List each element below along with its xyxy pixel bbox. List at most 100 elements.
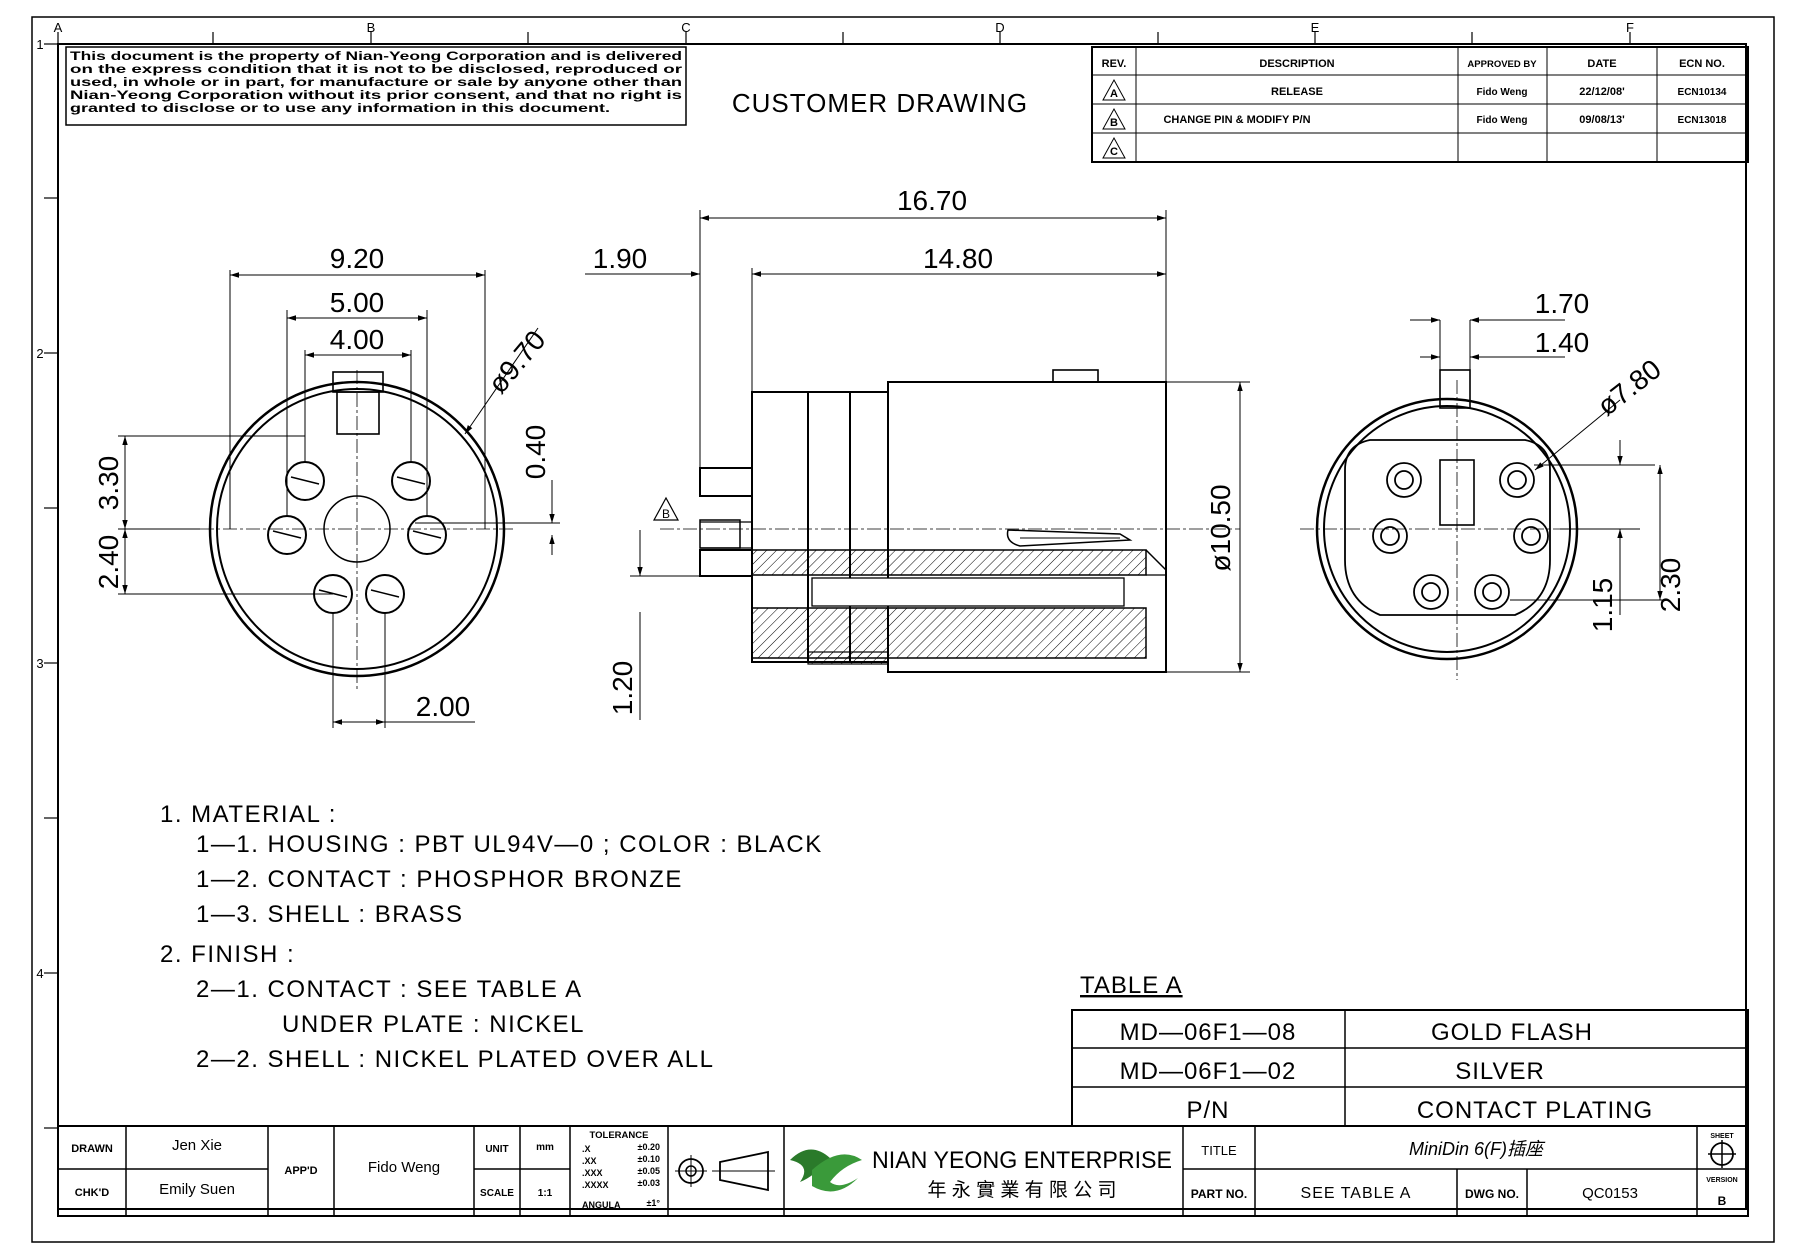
dwg-no-value: QC0153 xyxy=(1582,1185,1638,1202)
dim-16-70: 16.70 xyxy=(897,185,967,216)
note-line: 1. MATERIAL : xyxy=(160,801,337,828)
rear-view xyxy=(1300,369,1600,680)
scale-label: SCALE xyxy=(480,1188,514,1199)
version-label: VERSION xyxy=(1706,1177,1738,1184)
outer-border xyxy=(31,16,1775,1243)
description-header: DESCRIPTION xyxy=(1259,58,1334,70)
front-view xyxy=(200,370,515,690)
table-a-title: TABLE A xyxy=(1080,972,1183,999)
rev-ecn: ECN10134 xyxy=(1678,87,1727,98)
notice-line: on the express condition that it is not … xyxy=(70,64,683,76)
table-header-pn: P/N xyxy=(1186,1097,1229,1124)
front-dimension-labels: 9.20 5.00 4.00 ø9.70 3.30 0.40 2.40 2.00 xyxy=(93,243,552,722)
zone-col-label: C xyxy=(681,20,690,35)
table-row-plating: SILVER xyxy=(1455,1058,1545,1085)
notes: 1. MATERIAL : 1—1. HOUSING : PBT UL94V—0… xyxy=(160,801,823,1073)
tolerance-key: ANGULA xyxy=(582,1200,621,1210)
zone-col-label: F xyxy=(1626,20,1634,35)
ecn-header: ECN NO. xyxy=(1679,58,1725,70)
version-value: B xyxy=(1718,1194,1727,1208)
drawn-value: Jen Xie xyxy=(172,1137,222,1154)
note-line: 2. FINISH : xyxy=(160,941,295,968)
dim-1-15: 1.15 xyxy=(1587,578,1618,633)
dim-1-40: 1.40 xyxy=(1535,327,1590,358)
company-name-zh: 年 永 實 業 有 限 公 司 xyxy=(928,1179,1117,1201)
title-block-fields: DRAWN Jen Xie CHK'D Emily Suen APP'D Fid… xyxy=(71,1130,1738,1210)
tolerance-key: .XXXX xyxy=(582,1180,609,1190)
notice-line: used, in whole or in part, for manufactu… xyxy=(70,77,682,89)
dim-1-90: 1.90 xyxy=(593,243,648,274)
company-logo xyxy=(790,1149,862,1192)
tolerance-value: ±0.10 xyxy=(638,1154,660,1164)
notice-line: Nian-Yeong Corporation without its prior… xyxy=(70,90,682,102)
zone-labels: A B C D E F 1 2 3 4 xyxy=(36,20,1634,981)
dim-9-20: 9.20 xyxy=(330,243,385,274)
tolerance-key: .XXX xyxy=(582,1168,603,1178)
appd-label: APP'D xyxy=(284,1165,317,1177)
side-view xyxy=(652,369,1240,673)
note-line: 1—2. CONTACT : PHOSPHOR BRONZE xyxy=(196,866,683,893)
table-header-plating: CONTACT PLATING xyxy=(1417,1097,1653,1124)
inner-border xyxy=(57,43,1747,1210)
rev-description: RELEASE xyxy=(1271,86,1323,98)
rev-description: CHANGE PIN & MODIFY P/N xyxy=(1163,114,1310,126)
unit-value: mm xyxy=(536,1142,554,1153)
side-view-dimensions xyxy=(585,210,1250,720)
chkd-value: Emily Suen xyxy=(159,1181,235,1198)
title-block xyxy=(57,1125,1749,1217)
dim-2-00: 2.00 xyxy=(416,691,471,722)
table-row-plating: GOLD FLASH xyxy=(1431,1019,1593,1046)
company-name-en: NIAN YEONG ENTERPRISE xyxy=(872,1147,1172,1174)
tolerance-value: ±0.03 xyxy=(638,1178,660,1188)
rev-letter: C xyxy=(1110,146,1118,158)
note-line: UNDER PLATE : NICKEL xyxy=(282,1011,585,1038)
rev-letter: A xyxy=(1110,88,1118,100)
rev-approved: Fido Weng xyxy=(1477,115,1528,126)
drawing-title: CUSTOMER DRAWING xyxy=(732,88,1028,118)
chkd-label: CHK'D xyxy=(75,1187,109,1199)
front-view-dimensions xyxy=(118,270,560,728)
dim-1-20: 1.20 xyxy=(607,661,638,716)
dim-diameter-9-70: ø9.70 xyxy=(482,325,552,400)
title-label: TITLE xyxy=(1201,1143,1237,1158)
rev-date: 22/12/08' xyxy=(1579,86,1625,98)
drawn-label: DRAWN xyxy=(71,1143,113,1155)
note-line: 2—2. SHELL : NICKEL PLATED OVER ALL xyxy=(196,1046,714,1073)
table-row-pn: MD—06F1—08 xyxy=(1120,1019,1297,1046)
tolerance-value: ±0.20 xyxy=(638,1142,660,1152)
rev-header: REV. xyxy=(1102,58,1127,70)
tolerance-value: ±0.05 xyxy=(638,1166,660,1176)
dim-0-40: 0.40 xyxy=(520,425,551,480)
zone-row-label: 4 xyxy=(36,966,43,981)
property-notice: This document is the property of Nian-Ye… xyxy=(65,46,687,126)
scale-value: 1:1 xyxy=(538,1188,553,1199)
notice-line: granted to disclose or to use any inform… xyxy=(70,103,610,115)
dim-2-40: 2.40 xyxy=(93,535,124,590)
zone-col-label: A xyxy=(54,20,63,35)
tolerance-key: .XX xyxy=(582,1156,597,1166)
dim-5-00: 5.00 xyxy=(330,287,385,318)
revision-table: REV. DESCRIPTION APPROVED BY DATE ECN NO… xyxy=(1091,46,1749,163)
zone-ticks xyxy=(44,32,1631,1129)
zone-row-label: 3 xyxy=(36,656,43,671)
unit-label: UNIT xyxy=(485,1144,508,1155)
zone-row-label: 2 xyxy=(36,346,43,361)
part-no-value: SEE TABLE A xyxy=(1301,1185,1412,1202)
tolerance-value: ±1° xyxy=(646,1198,660,1208)
zone-col-label: D xyxy=(995,20,1004,35)
rear-view-dimensions xyxy=(1410,317,1665,615)
dim-4-00: 4.00 xyxy=(330,324,385,355)
sheet-label: SHEET xyxy=(1710,1133,1734,1140)
rev-ecn: ECN13018 xyxy=(1678,115,1727,126)
dim-2-30: 2.30 xyxy=(1655,558,1686,613)
note-line: 1—1. HOUSING : PBT UL94V—0 ; COLOR : BLA… xyxy=(196,831,823,858)
table-row-pn: MD—06F1—02 xyxy=(1120,1058,1297,1085)
tolerance-key: .X xyxy=(582,1144,591,1154)
dim-diameter-10-50: ø10.50 xyxy=(1205,484,1236,571)
note-line: 1—3. SHELL : BRASS xyxy=(196,901,464,928)
notice-line: This document is the property of Nian-Ye… xyxy=(70,51,682,63)
dwg-no-label: DWG NO. xyxy=(1465,1187,1519,1201)
dim-diameter-7-80: ø7.80 xyxy=(1591,353,1667,422)
table-a: TABLE A MD—06F1—08 GOLD FLASH MD—06F1—02… xyxy=(1071,972,1749,1127)
